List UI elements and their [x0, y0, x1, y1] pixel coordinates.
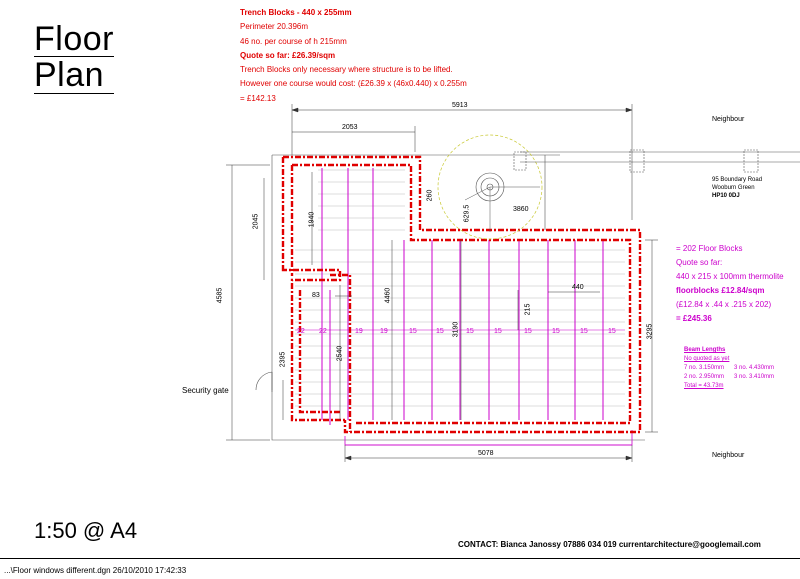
title-underline	[34, 93, 114, 94]
dim-1940: 1940	[308, 211, 316, 228]
dim-right: 3295	[646, 323, 654, 340]
floor-block-count: = 202 Floor Blocks	[676, 244, 743, 253]
beam-item: 3 no. 3.410mm	[734, 374, 775, 380]
joist-label: 22	[319, 328, 327, 335]
dim-440: 440	[572, 284, 584, 291]
joist-label: 15	[608, 328, 616, 335]
joist-label: 15	[409, 328, 417, 335]
drawing-title-line-1: Floor	[34, 20, 114, 58]
dim-215: 215	[524, 303, 532, 316]
address-line-1: 95 Boundary Road	[712, 177, 763, 183]
contact-details: CONTACT: Bianca Janossy 07886 034 019 cu…	[458, 540, 761, 549]
trench-block-notes: Trench Blocks - 440 x 255mm Perimeter 20…	[240, 6, 467, 106]
dim-2540: 2540	[336, 345, 344, 362]
joists	[295, 168, 625, 425]
beam-subheading: No quoted as yet	[684, 356, 730, 362]
beam-row: 7 no. 3.150mm 3 no. 4.430mm	[684, 364, 784, 373]
address-line-2: Wooburn Green	[712, 185, 755, 191]
joist-label: 19	[380, 328, 388, 335]
title-underline	[34, 56, 114, 57]
beam-lengths: Beam Lengths No quoted as yet 7 no. 3.15…	[684, 346, 784, 391]
floor-block-total: = £245.36	[676, 314, 712, 323]
joist-label: 15	[494, 328, 502, 335]
dim-top-inner: 2053	[342, 124, 358, 131]
dim-tree-629: 629.5	[463, 204, 471, 223]
quote-note: Quote so far: £26.39/sqm	[240, 50, 336, 60]
joist-label: 15	[436, 328, 444, 335]
dim-4460: 4460	[384, 287, 392, 304]
joist-label: 22	[297, 328, 305, 335]
dim-top-overall: 5913	[452, 102, 468, 109]
trench-note-1: Trench Blocks only necessary where struc…	[240, 65, 453, 75]
dim-tree-260: 260	[426, 189, 434, 202]
trench-total: = £142.13	[240, 93, 276, 103]
dim-3190: 3190	[452, 321, 460, 338]
joist-label: 19	[355, 328, 363, 335]
beam-item: 2 no. 2.950mm	[684, 374, 725, 380]
neighbour-label: Neighbour	[712, 116, 745, 123]
floor-block-calc: (£12.84 x .44 x .215 x 202)	[676, 300, 772, 309]
dim-left-upper: 2045	[252, 213, 260, 230]
beam-total: Total = 43.73m	[684, 383, 724, 389]
slab-outline	[344, 430, 633, 446]
beam-row: 2 no. 2.950mm 3 no. 3.410mm	[684, 373, 784, 382]
neighbour-fence	[513, 149, 800, 173]
sheet-border	[0, 558, 800, 559]
dim-left-overall: 4585	[216, 287, 224, 304]
address-line-3: HP10 0DJ	[712, 193, 740, 199]
beam-item: 7 no. 3.150mm	[684, 365, 725, 371]
course-note: 46 no. per course of h 215mm	[240, 36, 347, 46]
dim-83: 83	[312, 292, 320, 299]
dim-bottom: 5078	[478, 450, 494, 457]
joist-label: 15	[580, 328, 588, 335]
beam-heading: Beam Lengths	[684, 347, 726, 353]
joist-label: 15	[552, 328, 560, 335]
joist-label: 15	[466, 328, 474, 335]
tree	[437, 134, 543, 240]
dimension-lines	[226, 104, 658, 462]
trench-note-2: However one course would cost: (£26.39 x…	[240, 79, 467, 89]
floor-block-notes: = 202 Floor Blocks Quote so far: 440 x 2…	[676, 242, 784, 326]
joist-label: 15	[524, 328, 532, 335]
trench-blocks	[281, 155, 642, 434]
plan-outline	[271, 154, 645, 441]
floor-block-spec-1: 440 x 215 x 100mm thermolite	[676, 272, 784, 281]
floor-block-spec-2: floorblocks £12.84/sqm	[676, 286, 765, 295]
floor-block-quote: Quote so far:	[676, 258, 723, 267]
neighbour-label: Neighbour	[712, 452, 745, 459]
dim-tree-3860: 3860	[513, 206, 529, 213]
drawing-title-line-2: Plan	[34, 56, 105, 94]
security-gate-label: Security gate	[182, 386, 229, 395]
security-gate	[255, 371, 273, 392]
beam-item: 3 no. 4.430mm	[734, 365, 775, 371]
perimeter-note: Perimeter 20.396m	[240, 22, 309, 32]
drawing-scale: 1:50 @ A4	[34, 518, 138, 543]
trench-heading: Trench Blocks - 440 x 255mm	[240, 8, 352, 17]
file-footer: ...\Floor windows different.dgn 26/10/20…	[4, 566, 187, 575]
dim-left-lower: 2395	[279, 351, 287, 368]
